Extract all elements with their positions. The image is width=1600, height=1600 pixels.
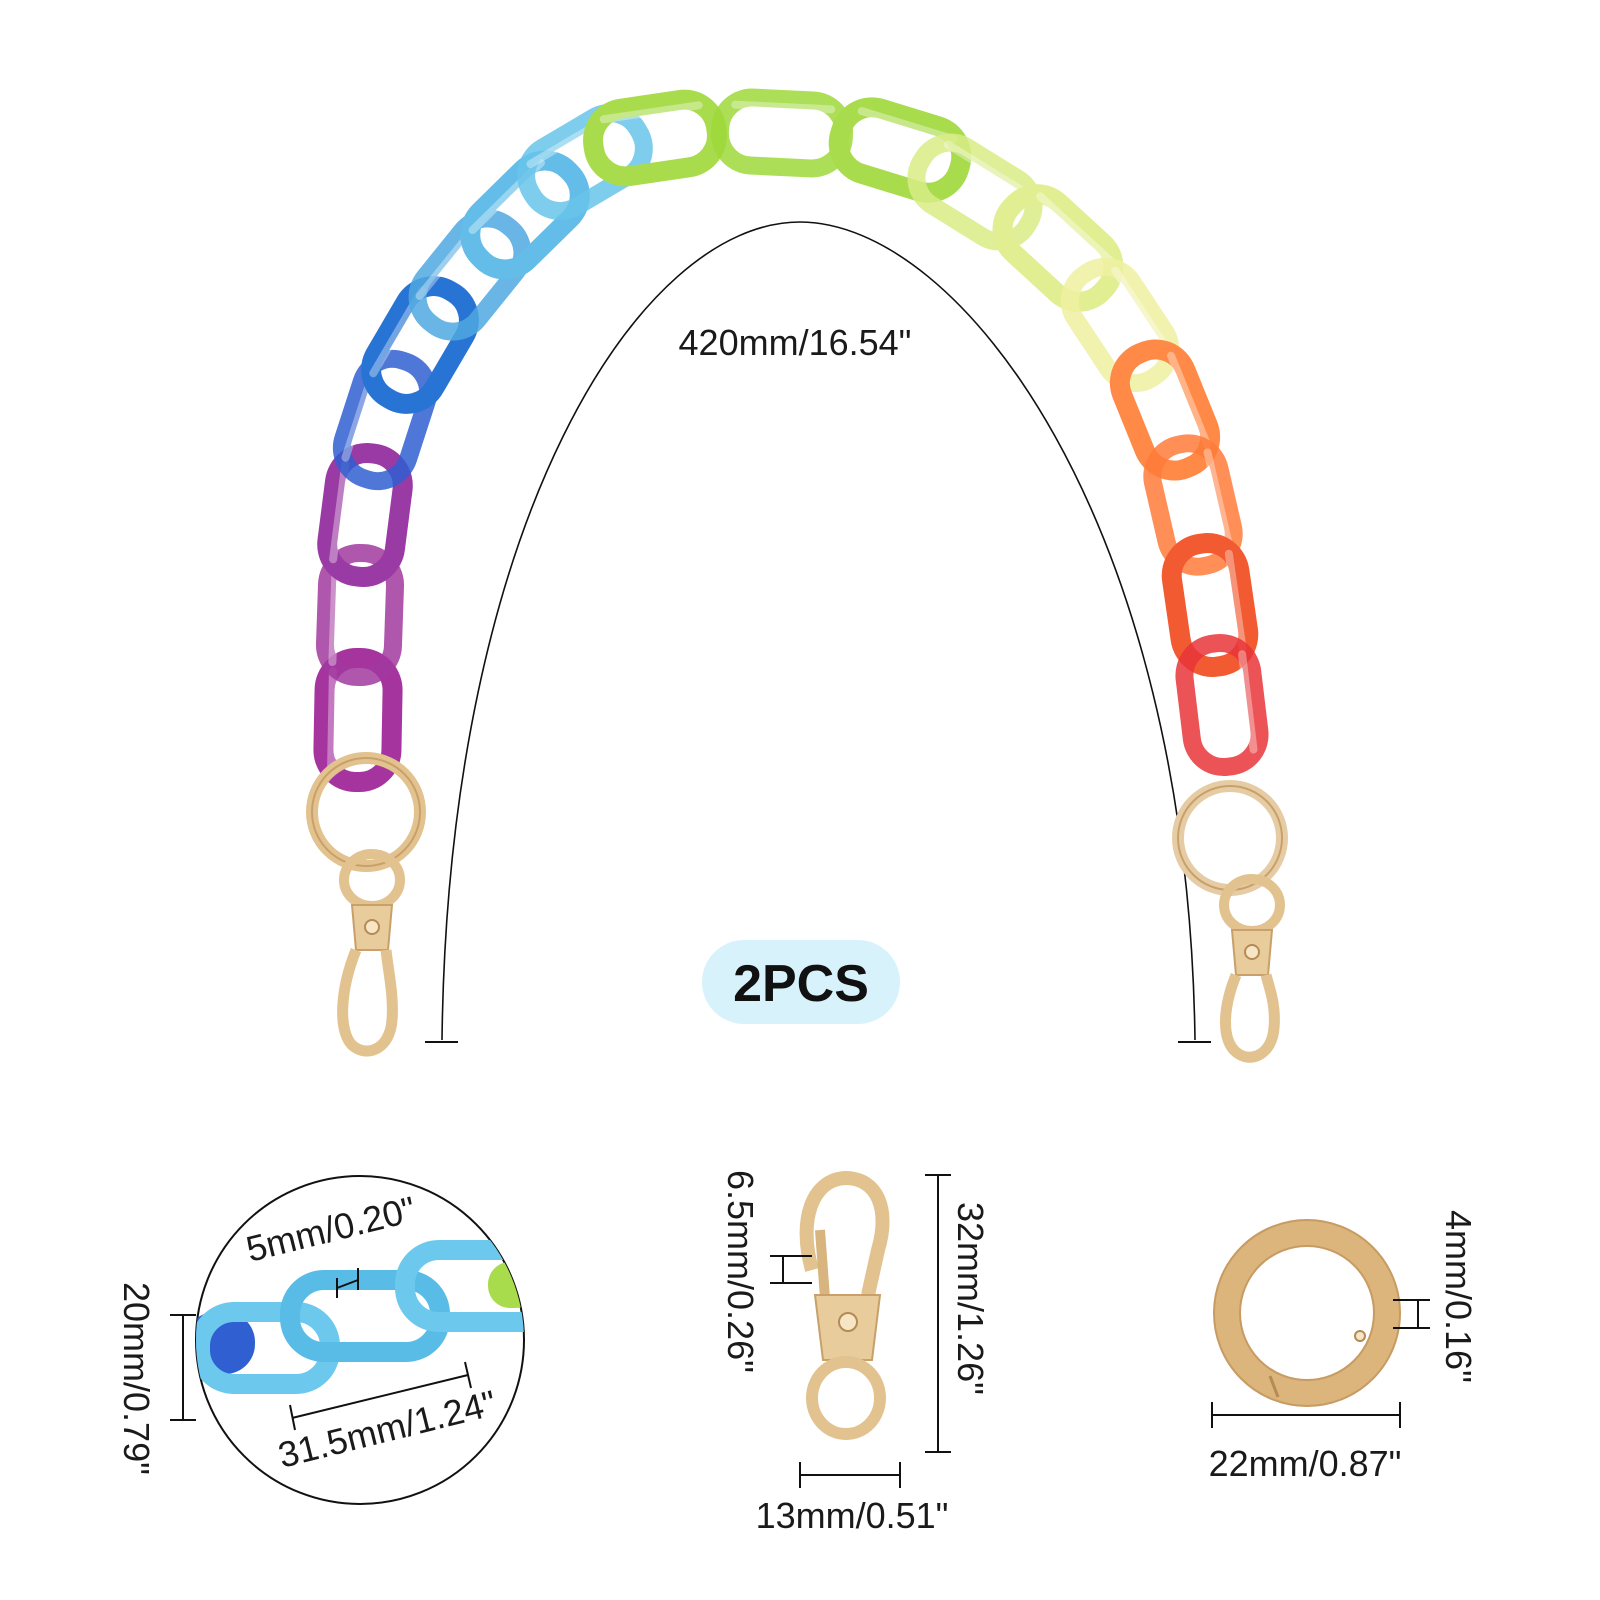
rainbow-chain	[313, 88, 1269, 793]
swivel-clasp-detail: 6.5mm/0.26" 32mm/1.26" 13mm/0.51"	[720, 1170, 991, 1536]
chain-link-highlight-16	[1203, 448, 1234, 550]
chain-link-highlight-14	[1111, 266, 1173, 355]
chain-link-highlight-3	[329, 460, 350, 564]
chain-link-highlight-10	[731, 100, 836, 114]
chain-link-highlight-17	[1224, 549, 1247, 653]
chain-link-3	[317, 442, 413, 588]
chain-link-7	[460, 150, 590, 280]
chain-link-4	[332, 349, 438, 491]
swivel-clasp-loop-icon	[806, 1356, 886, 1440]
quantity-badge-label: 2PCS	[733, 955, 869, 1013]
chain-link-highlight-15	[1167, 351, 1212, 449]
chain-link-1	[313, 647, 403, 793]
chain-link-detail: 5mm/0.20" 20mm/0.79" 31.5mm/1.24"	[116, 1175, 525, 1505]
left-hardware	[306, 752, 426, 1057]
chain-link-16	[1143, 434, 1243, 576]
spring-ring-detail: 4mm/0.16" 22mm/0.87"	[1209, 1210, 1479, 1484]
chain-length-label: 420mm/16.54"	[679, 322, 912, 363]
chain-link-14	[1060, 257, 1180, 393]
chain-link-2	[315, 543, 405, 687]
chain-link-highlight-12	[943, 140, 1034, 200]
detail-link-3	[395, 1240, 524, 1332]
chain-link-11	[828, 97, 972, 203]
spring-ring-icon	[1214, 1220, 1400, 1406]
left-clasp-hook-icon	[337, 947, 398, 1057]
spring-ring-diameter-label: 22mm/0.87"	[1209, 1443, 1402, 1484]
chain-link-13	[992, 184, 1124, 312]
chain-link-highlight-18	[1238, 650, 1258, 754]
chain-link-12	[907, 133, 1043, 251]
chain-link-5	[361, 276, 479, 414]
right-clasp-hook-icon	[1220, 972, 1280, 1063]
chain-link-highlight-1	[327, 667, 337, 772]
chain-link-highlight-11	[857, 107, 958, 144]
chain-link-highlight-9	[599, 101, 703, 124]
chain-link-6	[408, 209, 532, 341]
chain-link-15	[1109, 339, 1221, 481]
swivel-clasp-gap-label: 6.5mm/0.26"	[720, 1170, 761, 1373]
chain-link-highlight-2	[328, 562, 340, 667]
chain-link-width-label: 20mm/0.79"	[116, 1282, 157, 1475]
swivel-clasp-hook-icon	[799, 1170, 890, 1297]
chain-link-17	[1161, 533, 1259, 677]
quantity-badge	[702, 940, 900, 1024]
swivel-clasp-height-label: 32mm/1.26"	[950, 1202, 991, 1395]
spring-ring-thickness-label: 4mm/0.16"	[1438, 1210, 1479, 1383]
swivel-clasp-width-label: 13mm/0.51"	[756, 1495, 949, 1536]
chain-link-highlight-13	[1036, 192, 1115, 266]
right-hardware	[1172, 780, 1288, 1063]
length-arc	[441, 221, 1196, 1041]
chain-link-8	[517, 103, 653, 221]
chain-link-18	[1175, 633, 1269, 777]
